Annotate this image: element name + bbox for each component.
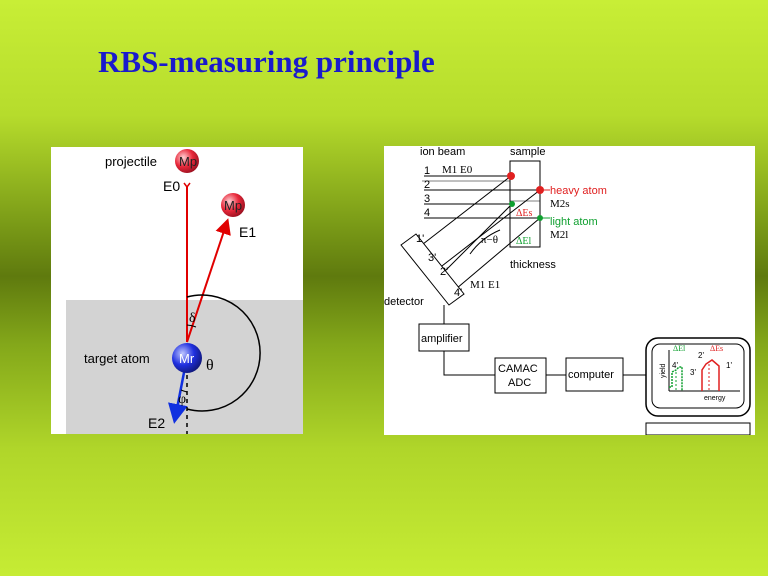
ion-beam-label: ion beam bbox=[420, 146, 465, 158]
camac-label: CAMAC bbox=[498, 363, 538, 375]
incident-ion-label: M1 E0 bbox=[442, 164, 473, 176]
delta-el-label: ΔEl bbox=[516, 236, 532, 247]
spectrum-ylabel: yield bbox=[660, 363, 667, 378]
delta-angle-label: δ bbox=[189, 311, 196, 326]
beam-number-2: 2 bbox=[424, 179, 430, 191]
detector-number-1: 1' bbox=[416, 233, 424, 245]
spectrum-delta-el: ΔEl bbox=[673, 344, 686, 353]
rbs-setup-diagram: ion beam M1 E0 sample 1 2 3 4 heavy atom… bbox=[384, 146, 755, 435]
projectile-sphere bbox=[175, 149, 199, 173]
rbs-setup-diagram-svg: ion beam M1 E0 sample 1 2 3 4 heavy atom… bbox=[384, 146, 755, 435]
camac-adc-box bbox=[494, 357, 547, 394]
heavy-atom-mass: M2s bbox=[550, 198, 570, 210]
monitor bbox=[645, 337, 751, 435]
scattered-energy-label: E1 bbox=[239, 224, 256, 240]
scattering-diagram-svg: Mp projectile E0 Mp E1 Mr target atom δ … bbox=[51, 147, 303, 434]
target-mass-label: Mr bbox=[179, 351, 195, 366]
target-atom-sphere bbox=[172, 343, 202, 373]
beam-number-4: 4 bbox=[424, 207, 430, 219]
heavy-atom-surface bbox=[507, 172, 515, 180]
spectrum-peak-4: 4' bbox=[672, 361, 678, 370]
computer-box bbox=[565, 357, 624, 392]
amplifier-label: amplifier bbox=[421, 333, 463, 345]
detector-number-4: 4' bbox=[454, 287, 462, 299]
scattered-projectile-mass: Mp bbox=[224, 198, 242, 213]
scattering-diagram: Mp projectile E0 Mp E1 Mr target atom δ … bbox=[51, 147, 303, 434]
sample-label: sample bbox=[510, 146, 545, 158]
spectrum-plot: ΔEl ΔEs 4' 3' 2' 1' yield energy bbox=[660, 344, 740, 402]
heavy-atom-label: heavy atom bbox=[550, 185, 607, 197]
scattered-paths bbox=[413, 175, 541, 295]
detector-number-2: 2' bbox=[440, 266, 448, 278]
delta-es-label: ΔEs bbox=[516, 208, 533, 219]
beam-number-1: 1 bbox=[424, 165, 430, 177]
spectrum-peak-1: 1' bbox=[726, 361, 732, 370]
scattered-projectile-arrow bbox=[186, 218, 231, 343]
light-atom-mass: M2l bbox=[550, 229, 568, 241]
theta-angle-label: θ bbox=[206, 357, 214, 374]
detector-number-3: 3' bbox=[428, 252, 436, 264]
computer-label: computer bbox=[568, 369, 614, 381]
heavy-atom-spectrum bbox=[701, 359, 720, 391]
projectile-label: projectile bbox=[105, 154, 157, 169]
scattered-projectile-sphere bbox=[221, 193, 245, 217]
angle-label: π−θ bbox=[481, 234, 498, 246]
projectile-mass-label: Mp bbox=[179, 154, 197, 169]
incident-beams bbox=[424, 175, 540, 219]
spectrum-delta-es: ΔEs bbox=[710, 344, 723, 353]
beam-number-3: 3 bbox=[424, 193, 430, 205]
spectrum-xlabel: energy bbox=[704, 395, 726, 402]
detector bbox=[400, 233, 465, 306]
thickness-label: thickness bbox=[510, 259, 556, 271]
light-atom-surface bbox=[509, 201, 515, 207]
detector-label: detector bbox=[384, 296, 424, 308]
spectrum-peak-2: 2' bbox=[698, 351, 704, 360]
scattered-ion-label: M1 E1 bbox=[470, 279, 500, 291]
light-atom-spectrum bbox=[669, 366, 683, 391]
phi-angle-label: φ bbox=[178, 392, 186, 407]
adc-label: ADC bbox=[508, 377, 531, 389]
theta-arc bbox=[186, 294, 261, 412]
spectrum-peak-3: 3' bbox=[690, 368, 696, 377]
light-atom-label: light atom bbox=[550, 216, 598, 228]
initial-energy-label: E0 bbox=[163, 178, 180, 194]
recoil-energy-label: E2 bbox=[148, 415, 165, 431]
target-atom-label: target atom bbox=[84, 351, 150, 366]
slide-title: RBS-measuring principle bbox=[98, 44, 435, 79]
